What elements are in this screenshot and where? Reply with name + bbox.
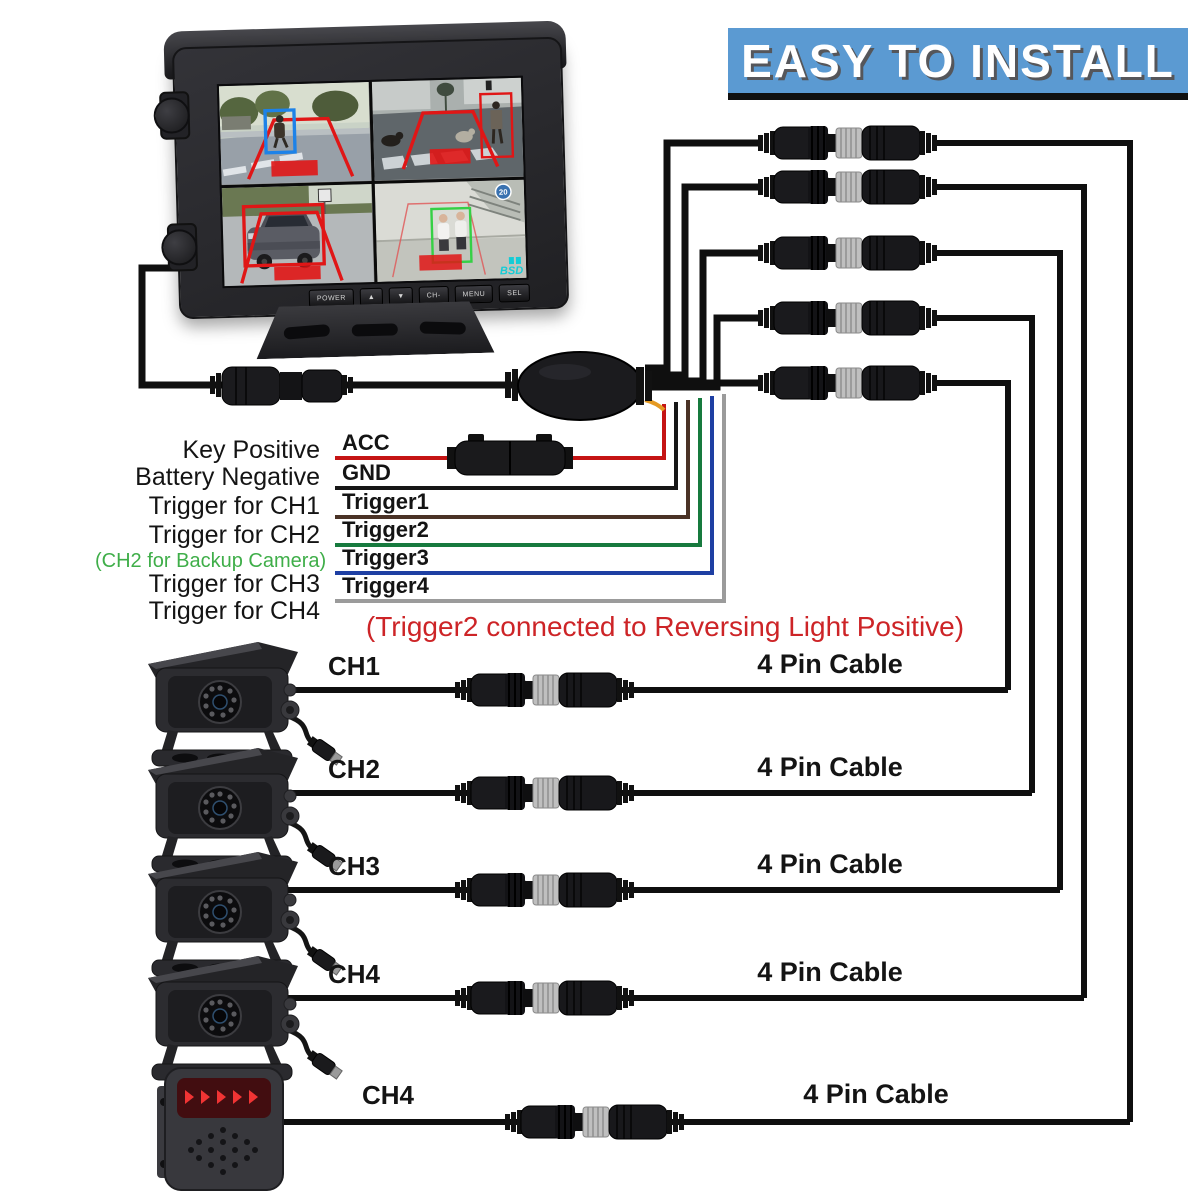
bottom-ch4-label: CH4 xyxy=(362,1080,415,1110)
connector-pair-2 xyxy=(757,169,938,205)
monitor-button-ch: CH- xyxy=(418,285,449,305)
label-ch2-backup-note: (CH2 for Backup Camera) xyxy=(95,550,327,572)
connector-pair-1 xyxy=(757,125,938,161)
label-trigger-ch1: Trigger for CH1 xyxy=(148,492,320,520)
monitor-screen: 20 BSD xyxy=(216,75,529,289)
splitter-to-pairs-cables xyxy=(645,139,758,391)
monitor-cable-connector xyxy=(210,366,353,406)
label-trigger-ch2: Trigger for CH2 xyxy=(148,521,320,549)
ch1-label: CH1 xyxy=(328,651,381,681)
monitor-button-up: ▲ xyxy=(359,287,384,307)
ch2-cable-label: 4 Pin Cable xyxy=(757,752,903,782)
bottom-connector-pair xyxy=(504,1104,685,1140)
connector-pair-4 xyxy=(757,300,938,336)
camera-view-3 xyxy=(221,183,374,287)
label-key-positive: Key Positive xyxy=(182,436,320,464)
label-trigger1: Trigger1 xyxy=(342,489,429,514)
wire-trigger1 xyxy=(335,400,690,519)
alarm-device xyxy=(156,1067,284,1191)
ch3-connector-pair xyxy=(454,872,635,908)
harness-splitter xyxy=(505,351,652,421)
reversing-light-note: (Trigger2 connected to Reversing Light P… xyxy=(365,611,965,642)
ch4-cable-label: 4 Pin Cable xyxy=(757,957,903,987)
banner-text: EASY TO INSTALL xyxy=(741,34,1175,87)
wire-trigger2 xyxy=(335,398,702,547)
fuse-holder xyxy=(447,434,573,476)
camera-view-4: 20 BSD xyxy=(374,179,527,282)
label-trigger-ch4: Trigger for CH4 xyxy=(148,597,320,625)
ch1-connector-pair xyxy=(454,672,635,708)
camera-ch1 xyxy=(148,642,343,767)
ch4-connector-pair xyxy=(454,980,635,1016)
camera-view-1 xyxy=(218,82,372,185)
monitor-stand xyxy=(255,301,494,360)
ch3-cable-label: 4 Pin Cable xyxy=(757,849,903,879)
wire-stub-orange xyxy=(644,398,666,412)
easy-to-install-banner: EASY TO INSTALL xyxy=(728,28,1188,100)
wire-acc xyxy=(335,404,666,460)
bsd-badge: BSD xyxy=(499,264,524,278)
ch2-label: CH2 xyxy=(328,754,381,784)
wire-trigger4 xyxy=(335,394,726,603)
label-gnd: GND xyxy=(342,460,391,485)
label-trigger3: Trigger3 xyxy=(342,545,429,570)
quad-monitor: 20 BSD POWER ▲ ▼ CH- MENU SEL xyxy=(151,20,590,368)
label-acc: ACC xyxy=(342,430,390,455)
ch1-cable-label: 4 Pin Cable xyxy=(757,649,903,679)
camera-view-2 xyxy=(371,77,524,181)
label-trigger4: Trigger4 xyxy=(342,573,429,598)
camera-ch2 xyxy=(148,748,343,873)
bsd-icons xyxy=(508,256,522,265)
speed-sign-text: 20 xyxy=(498,187,507,196)
label-trigger-ch3: Trigger for CH3 xyxy=(148,570,320,598)
monitor-button-menu: MENU xyxy=(454,284,494,304)
extension-trunk-cables xyxy=(936,140,1133,1122)
ch4-label: CH4 xyxy=(328,959,381,989)
monitor-button-sel: SEL xyxy=(498,283,531,303)
connector-pair-5 xyxy=(757,365,938,401)
camera-ch3 xyxy=(148,852,343,977)
wire-gnd xyxy=(335,402,678,490)
connector-pair-3 xyxy=(757,235,938,271)
label-trigger2: Trigger2 xyxy=(342,517,429,542)
bottom-cable-label: 4 Pin Cable xyxy=(803,1079,949,1109)
monitor-button-down: ▼ xyxy=(389,286,413,306)
camera-ch4 xyxy=(148,956,343,1081)
label-battery-negative: Battery Negative xyxy=(135,463,320,491)
ch2-connector-pair xyxy=(454,775,635,811)
ch3-label: CH3 xyxy=(328,851,381,881)
wire-trigger3 xyxy=(335,396,714,575)
